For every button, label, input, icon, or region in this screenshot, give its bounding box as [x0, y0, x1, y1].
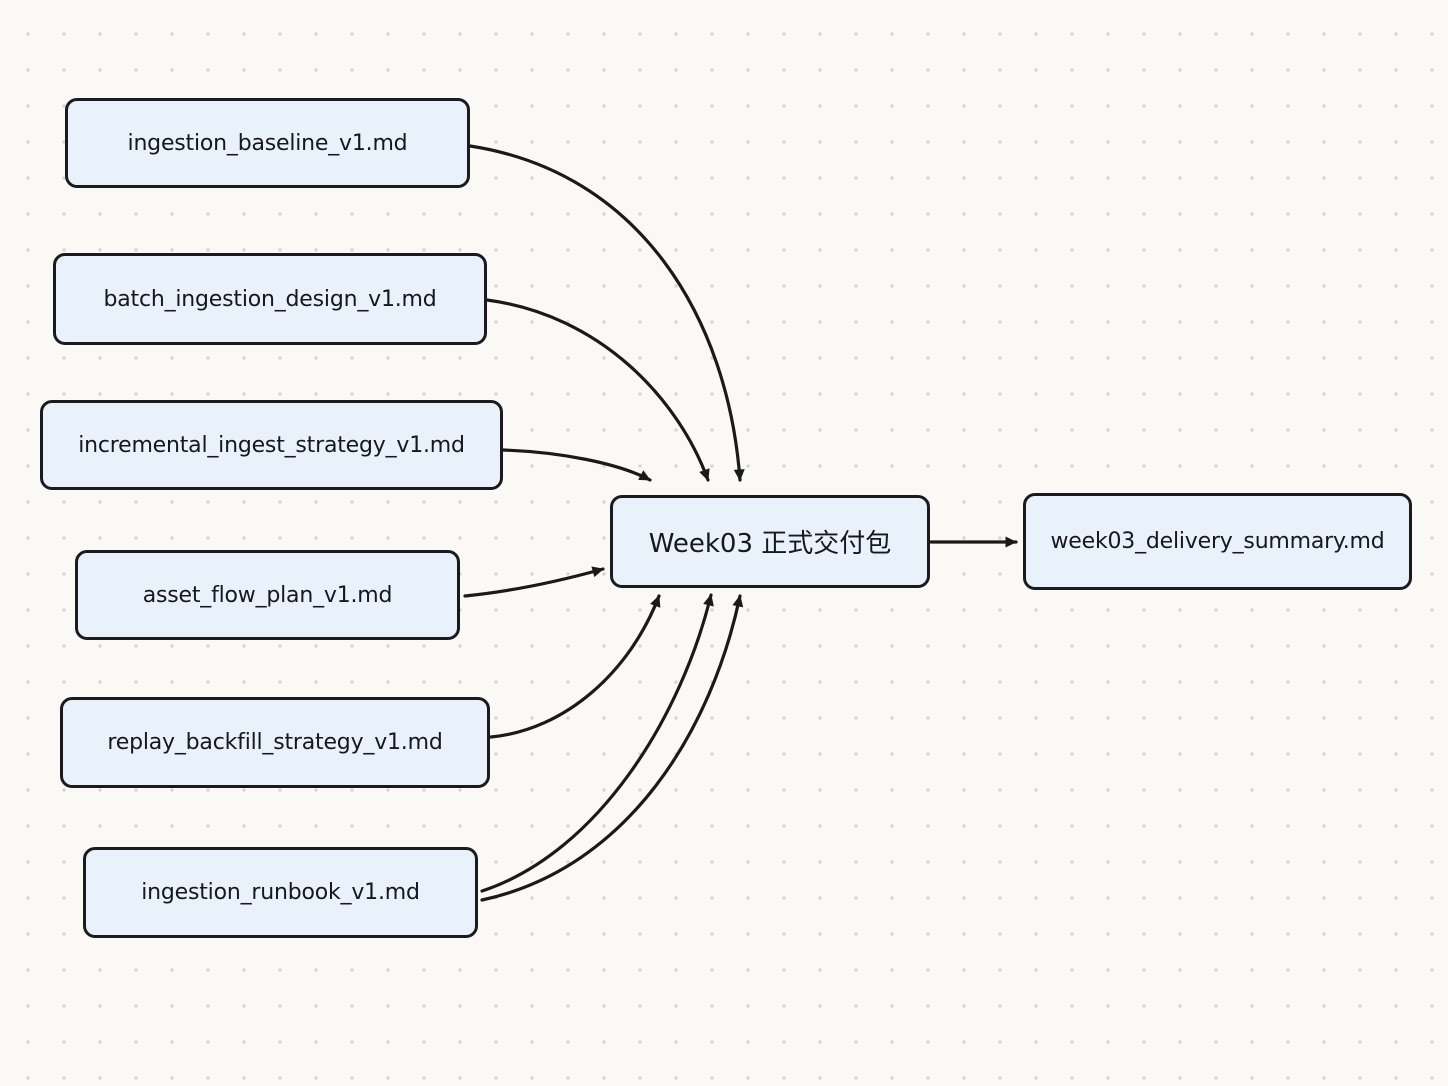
edge-ingestion-runbook-to-package-2[interactable] — [480, 594, 744, 902]
node-ingestion-runbook[interactable]: ingestion_runbook_v1.md — [83, 847, 478, 938]
node-label: batch_ingestion_design_v1.md — [103, 286, 437, 312]
node-ingestion-baseline[interactable]: ingestion_baseline_v1.md — [65, 98, 470, 188]
node-replay-backfill-strategy[interactable]: replay_backfill_strategy_v1.md — [60, 697, 490, 788]
node-label: Week03 正式交付包 — [648, 529, 892, 559]
edge-asset-flow-to-package[interactable] — [463, 566, 605, 598]
node-label: asset_flow_plan_v1.md — [142, 582, 393, 608]
node-label: week03_delivery_summary.md — [1050, 529, 1385, 554]
node-asset-flow-plan[interactable]: asset_flow_plan_v1.md — [75, 550, 460, 640]
edge-incremental-strategy-to-package[interactable] — [501, 448, 652, 482]
edge-batch-design-to-package[interactable] — [485, 298, 710, 482]
node-week03-delivery-package[interactable]: Week03 正式交付包 — [610, 495, 930, 588]
node-label: ingestion_baseline_v1.md — [127, 130, 408, 156]
node-incremental-ingest-strategy[interactable]: incremental_ingest_strategy_v1.md — [40, 400, 503, 490]
node-label: replay_backfill_strategy_v1.md — [107, 730, 443, 755]
edge-ingestion-runbook-to-package-1[interactable] — [480, 593, 714, 893]
node-week03-delivery-summary[interactable]: week03_delivery_summary.md — [1023, 493, 1412, 590]
edge-replay-backfill-to-package[interactable] — [489, 594, 661, 739]
node-label: incremental_ingest_strategy_v1.md — [78, 432, 465, 458]
node-batch-ingestion-design[interactable]: batch_ingestion_design_v1.md — [53, 253, 487, 345]
edge-ingestion-baseline-to-package[interactable] — [468, 144, 745, 482]
node-label: ingestion_runbook_v1.md — [141, 880, 420, 905]
